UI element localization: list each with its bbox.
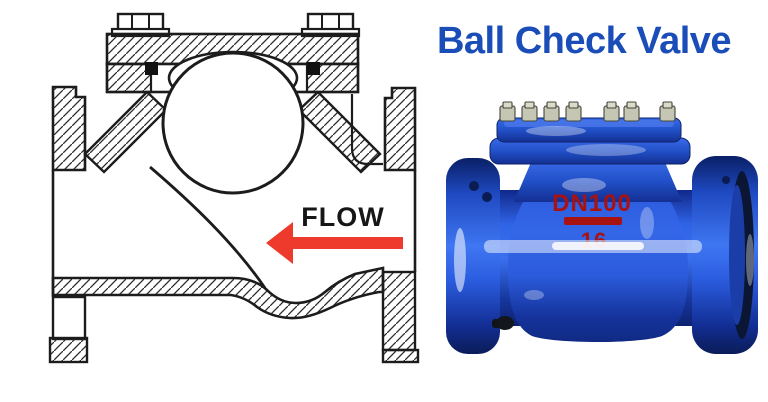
flange-left	[48, 85, 89, 364]
bonnet-bolt-left	[110, 12, 171, 38]
seat-guide-right	[297, 90, 382, 174]
valve-product-photo: DN100 16	[434, 90, 766, 380]
marking-underline	[564, 217, 622, 225]
seat-pocket-right	[350, 94, 383, 166]
check-ball	[161, 51, 305, 195]
flow-label: FLOW	[301, 202, 384, 232]
flow-arrow	[266, 222, 403, 264]
bonnet-neck	[514, 160, 682, 202]
flange-right	[381, 86, 420, 364]
photo-flange-left	[446, 158, 500, 354]
valve-body	[508, 174, 688, 342]
valve-photo-svg: DN100 16	[446, 101, 758, 354]
cover-bolts	[499, 101, 676, 122]
seal-gasket-left	[145, 62, 158, 75]
ball-guide-arc	[149, 165, 267, 289]
drain-plug	[492, 316, 514, 330]
seal-gasket-right	[307, 62, 320, 75]
bonnet-cover-sheen	[504, 120, 674, 127]
page-title: Ball Check Valve	[436, 20, 732, 62]
valve-cross-section-diagram: FLOW	[48, 12, 420, 364]
cross-section-svg: FLOW	[48, 12, 420, 364]
marking-dn: DN100	[552, 190, 632, 217]
photo-flange-right	[692, 156, 758, 354]
body-bottom-wall	[51, 266, 385, 320]
photo-highlights	[484, 126, 754, 300]
seat-guide-left	[83, 90, 168, 174]
